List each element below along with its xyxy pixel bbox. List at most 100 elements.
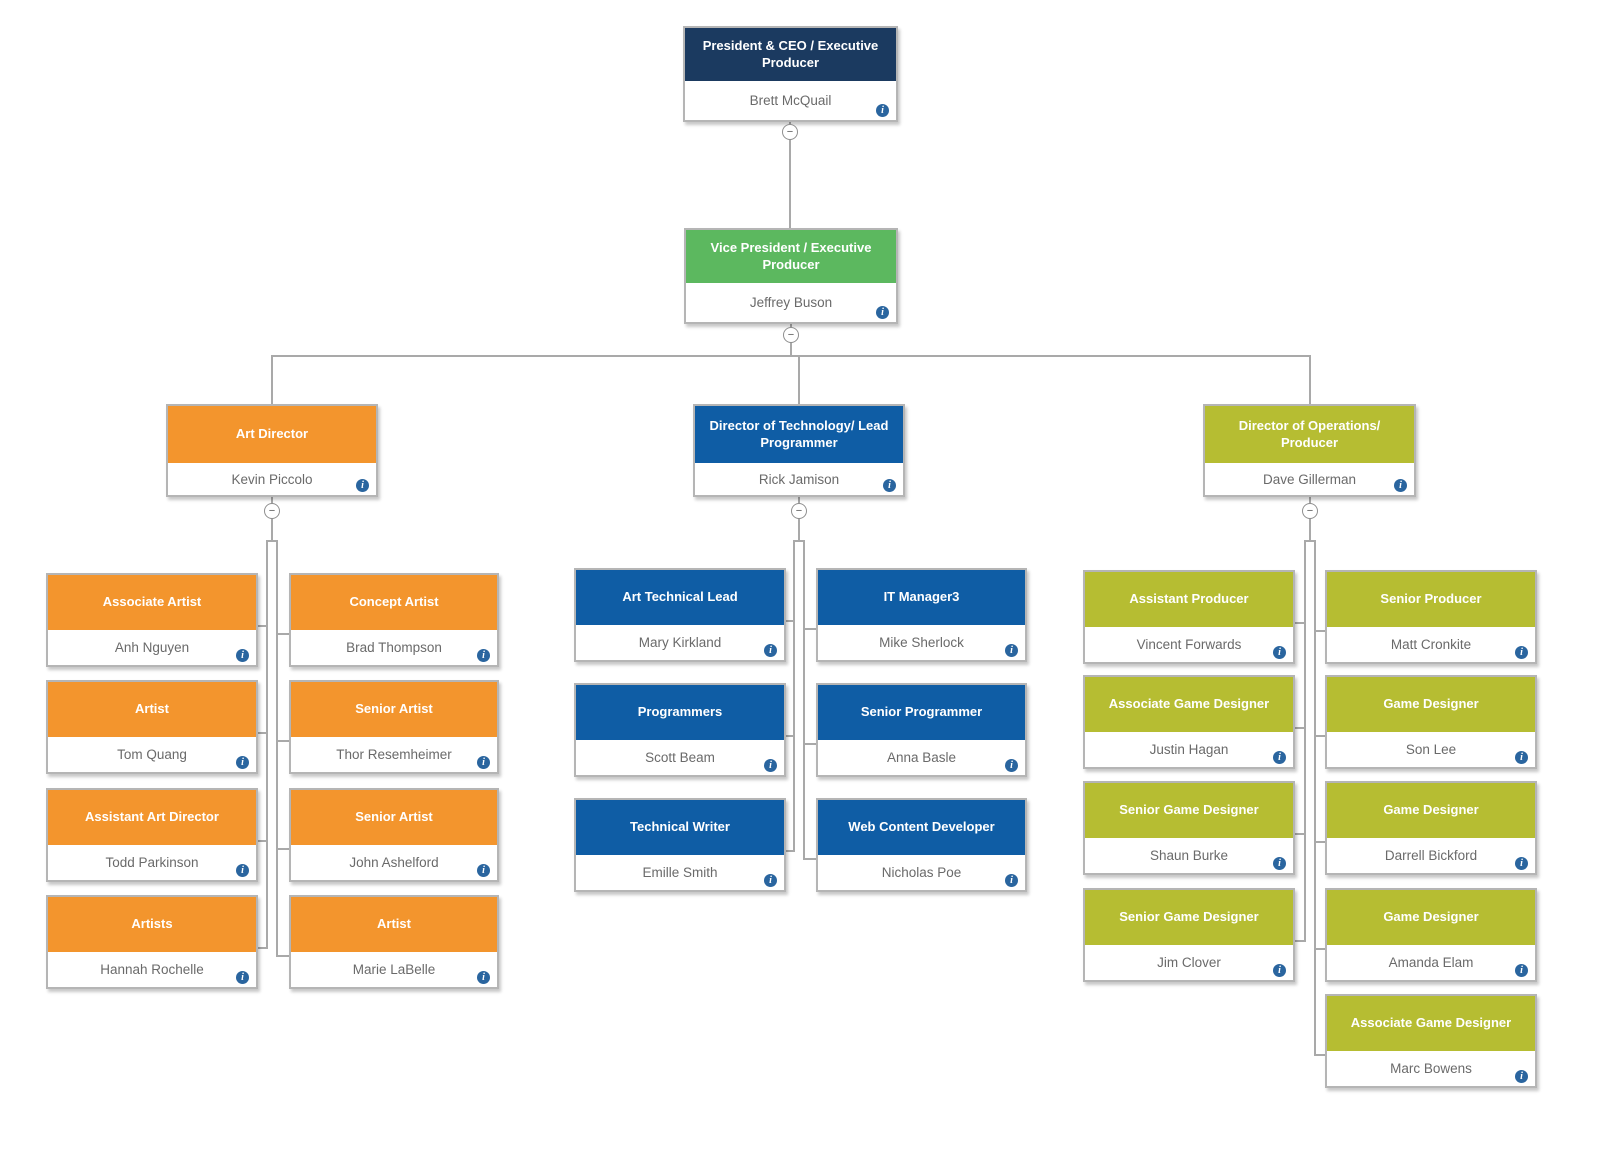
info-icon[interactable]: i: [477, 756, 490, 769]
node-it-manager3[interactable]: IT Manager3 Mike Sherlock i: [816, 568, 1027, 662]
connector-line: [1314, 735, 1327, 737]
info-icon[interactable]: i: [236, 756, 249, 769]
info-icon[interactable]: i: [1515, 964, 1528, 977]
info-icon[interactable]: i: [1515, 857, 1528, 870]
info-icon[interactable]: i: [876, 104, 889, 117]
info-icon[interactable]: i: [1273, 857, 1286, 870]
connector-line: [1314, 948, 1327, 950]
info-icon[interactable]: i: [1273, 751, 1286, 764]
node-title: Game Designer: [1327, 890, 1535, 945]
node-person-name: Amanda Elam: [1388, 955, 1474, 970]
collapse-toggle[interactable]: −: [791, 503, 807, 519]
node-assistant-art-director[interactable]: Assistant Art Director Todd Parkinson i: [46, 788, 258, 882]
info-icon[interactable]: i: [1515, 751, 1528, 764]
node-title: Senior Programmer: [818, 685, 1025, 740]
info-icon[interactable]: i: [356, 479, 369, 492]
info-icon[interactable]: i: [764, 874, 777, 887]
connector-line: [256, 732, 268, 734]
node-director-technology[interactable]: Director of Technology/ Lead Programmer …: [693, 404, 905, 497]
connector-line: [276, 740, 291, 742]
connector-line: [789, 122, 791, 228]
info-icon[interactable]: i: [876, 306, 889, 319]
node-art-director[interactable]: Art Director Kevin Piccolo i: [166, 404, 378, 497]
node-title: Senior Artist: [291, 682, 497, 737]
node-person-name: Son Lee: [1405, 742, 1457, 757]
info-icon[interactable]: i: [1273, 964, 1286, 977]
collapse-toggle[interactable]: −: [1302, 503, 1318, 519]
info-icon[interactable]: i: [236, 649, 249, 662]
node-senior-programmer[interactable]: Senior Programmer Anna Basle i: [816, 683, 1027, 777]
node-person-name: Marie LaBelle: [352, 962, 436, 977]
collapse-toggle[interactable]: −: [782, 124, 798, 140]
node-title: Vice President / Executive Producer: [686, 230, 896, 283]
node-director-operations[interactable]: Director of Operations/ Producer Dave Gi…: [1203, 404, 1416, 497]
info-icon[interactable]: i: [883, 479, 896, 492]
node-artist-2[interactable]: Artist Marie LaBelle i: [289, 895, 499, 989]
node-vice-president[interactable]: Vice President / Executive Producer Jeff…: [684, 228, 898, 324]
node-person-name: Vincent Forwards: [1136, 637, 1242, 652]
info-icon[interactable]: i: [1005, 759, 1018, 772]
node-title: Senior Game Designer: [1085, 783, 1293, 838]
node-senior-producer[interactable]: Senior Producer Matt Cronkite i: [1325, 570, 1537, 664]
connector-line: [276, 633, 291, 635]
connector-line: [276, 540, 278, 955]
node-game-designer-2[interactable]: Game Designer Darrell Bickford i: [1325, 781, 1537, 875]
node-title: Associate Game Designer: [1085, 677, 1293, 732]
node-senior-game-designer-1[interactable]: Senior Game Designer Shaun Burke i: [1083, 781, 1295, 875]
connector-line: [1293, 622, 1306, 624]
info-icon[interactable]: i: [477, 649, 490, 662]
info-icon[interactable]: i: [1005, 644, 1018, 657]
node-title: Director of Operations/ Producer: [1205, 406, 1414, 463]
info-icon[interactable]: i: [477, 971, 490, 984]
node-associate-game-designer-2[interactable]: Associate Game Designer Marc Bowens i: [1325, 994, 1537, 1088]
collapse-toggle[interactable]: −: [783, 327, 799, 343]
connector-line: [276, 848, 291, 850]
node-artist-1[interactable]: Artist Tom Quang i: [46, 680, 258, 774]
node-person-name: Rick Jamison: [758, 471, 840, 487]
node-concept-artist[interactable]: Concept Artist Brad Thompson i: [289, 573, 499, 667]
connector-line: [276, 955, 291, 957]
node-artists[interactable]: Artists Hannah Rochelle i: [46, 895, 258, 989]
node-title: Concept Artist: [291, 575, 497, 630]
node-senior-game-designer-2[interactable]: Senior Game Designer Jim Clover i: [1083, 888, 1295, 982]
node-person-name: Nicholas Poe: [881, 865, 962, 880]
node-programmers[interactable]: Programmers Scott Beam i: [574, 683, 786, 777]
info-icon[interactable]: i: [1005, 874, 1018, 887]
node-assistant-producer[interactable]: Assistant Producer Vincent Forwards i: [1083, 570, 1295, 664]
node-person-name: Anh Nguyen: [114, 640, 190, 655]
info-icon[interactable]: i: [764, 644, 777, 657]
node-senior-artist-2[interactable]: Senior Artist John Ashelford i: [289, 788, 499, 882]
node-associate-artist[interactable]: Associate Artist Anh Nguyen i: [46, 573, 258, 667]
node-president-ceo[interactable]: President & CEO / Executive Producer Bre…: [683, 26, 898, 122]
info-icon[interactable]: i: [1394, 479, 1407, 492]
node-associate-game-designer-1[interactable]: Associate Game Designer Justin Hagan i: [1083, 675, 1295, 769]
collapse-toggle[interactable]: −: [264, 503, 280, 519]
info-icon[interactable]: i: [477, 864, 490, 877]
connector-line: [793, 540, 805, 542]
node-title: Artist: [48, 682, 256, 737]
info-icon[interactable]: i: [1273, 646, 1286, 659]
node-game-designer-1[interactable]: Game Designer Son Lee i: [1325, 675, 1537, 769]
node-game-designer-3[interactable]: Game Designer Amanda Elam i: [1325, 888, 1537, 982]
node-title: Game Designer: [1327, 783, 1535, 838]
connector-line: [803, 743, 818, 745]
node-senior-artist-1[interactable]: Senior Artist Thor Resemheimer i: [289, 680, 499, 774]
connector-line: [784, 735, 795, 737]
node-person-name: Justin Hagan: [1149, 742, 1229, 757]
info-icon[interactable]: i: [236, 971, 249, 984]
node-person-name: Marc Bowens: [1390, 1061, 1472, 1076]
node-title: Programmers: [576, 685, 784, 740]
connector-line: [271, 355, 1311, 357]
connector-line: [256, 947, 268, 949]
node-technical-writer[interactable]: Technical Writer Emille Smith i: [574, 798, 786, 892]
node-title: Assistant Art Director: [48, 790, 256, 845]
node-person-name: Hannah Rochelle: [100, 962, 204, 977]
connector-line: [803, 628, 818, 630]
info-icon[interactable]: i: [236, 864, 249, 877]
node-title: Game Designer: [1327, 677, 1535, 732]
info-icon[interactable]: i: [1515, 1070, 1528, 1083]
node-art-technical-lead[interactable]: Art Technical Lead Mary Kirkland i: [574, 568, 786, 662]
node-web-content-developer[interactable]: Web Content Developer Nicholas Poe i: [816, 798, 1027, 892]
info-icon[interactable]: i: [1515, 646, 1528, 659]
info-icon[interactable]: i: [764, 759, 777, 772]
